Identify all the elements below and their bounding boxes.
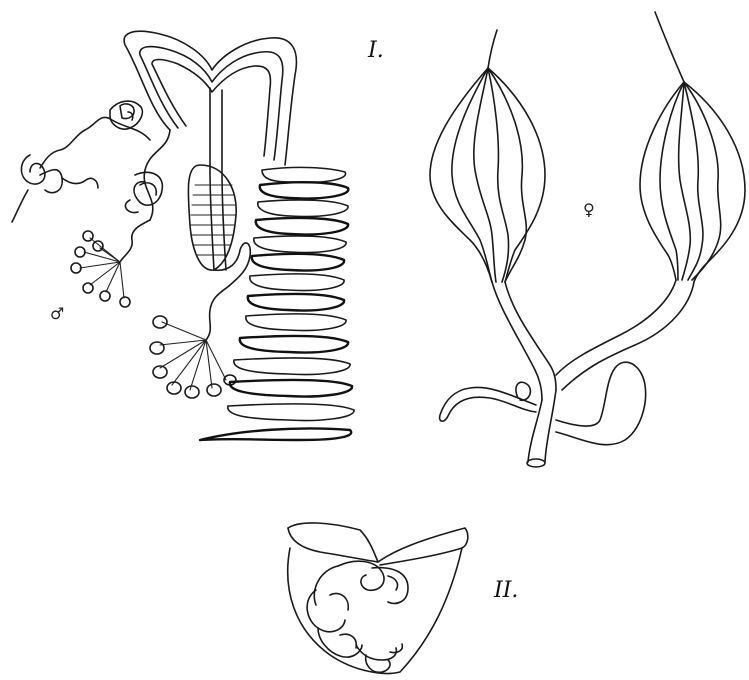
junction-loop	[516, 382, 531, 400]
spermatheca-duct-left	[440, 387, 536, 421]
genital-opening	[527, 459, 545, 467]
follicle-fan-lower	[150, 316, 236, 398]
male-inner-arch-2	[152, 60, 270, 157]
accessory-gland	[556, 362, 646, 445]
left-oviduct-inner	[505, 282, 556, 390]
right-ovary	[640, 82, 745, 282]
left-ovary-stalk	[488, 30, 497, 68]
seminal-vesicle	[188, 165, 236, 270]
left-curly-tubule	[12, 155, 98, 222]
vas-deferens-upper	[40, 117, 150, 168]
follicle-fan-upper	[71, 231, 130, 307]
figure-ii-drawing	[288, 523, 468, 674]
male-inner-arch-1	[140, 47, 283, 160]
female-symbol: ♀	[583, 200, 595, 219]
testis-coil-upper	[110, 101, 142, 129]
coiled-intestine	[307, 561, 408, 672]
figure-label-ii: II.	[494, 578, 518, 603]
central-duct-right	[222, 90, 226, 270]
right-oviduct-inner	[562, 282, 694, 390]
segment-top-edge	[288, 528, 378, 562]
central-duct	[210, 88, 214, 270]
common-oviduct-right	[545, 390, 556, 462]
male-organs-drawing	[12, 31, 354, 440]
male-symbol: ♂	[50, 304, 64, 323]
right-oviduct	[556, 280, 676, 375]
vas-deferens-lower	[120, 220, 150, 262]
left-ovary	[430, 68, 545, 282]
segment-outer-shell	[288, 548, 462, 673]
segment-top-flap	[288, 523, 468, 565]
right-ovary-stalk	[655, 12, 684, 82]
figure-label-i: I.	[368, 38, 384, 63]
common-oviduct-left	[528, 400, 542, 462]
female-organs-drawing	[430, 12, 745, 467]
